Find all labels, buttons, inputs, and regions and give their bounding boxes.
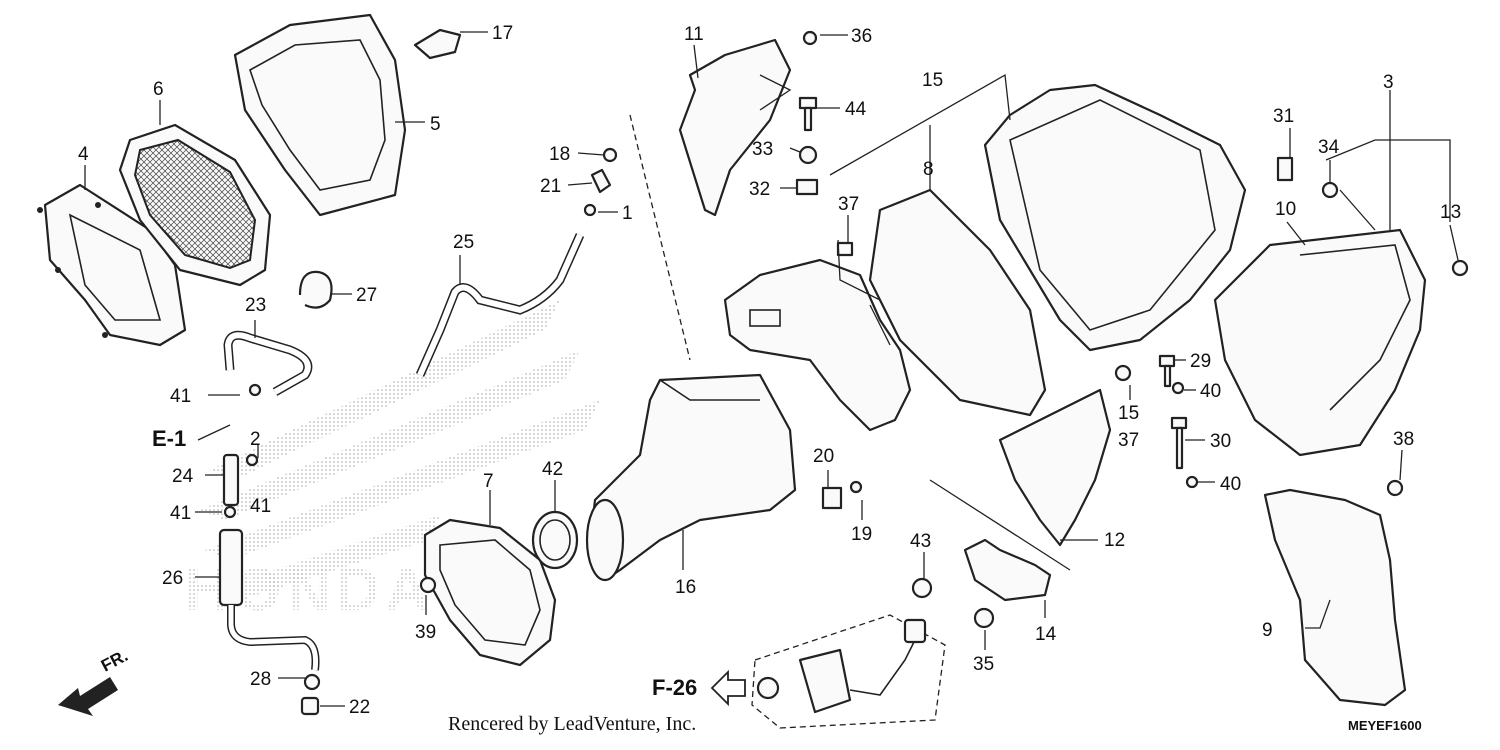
leader-lines (84, 31, 1459, 707)
callout-4: 4 (78, 144, 89, 165)
callout-44: 44 (845, 99, 867, 120)
callout-2: 2 (250, 429, 261, 450)
callout-21: 21 (540, 176, 561, 197)
render-credit-caption: Rencered by LeadVenture, Inc. (448, 713, 696, 735)
part-6-filter-element (118, 123, 272, 287)
part-21-joint (590, 168, 612, 194)
part-16-connecting-tube (585, 373, 797, 582)
ref-e1-label: E-1 (152, 426, 186, 451)
front-direction-indicator: FR. (58, 646, 131, 716)
callout-30: 30 (1210, 431, 1231, 452)
part-7-gasket (423, 518, 557, 667)
part-17-bolt (413, 28, 462, 60)
callout-15-top: 15 (922, 70, 943, 91)
part-10-side-cover (1213, 228, 1427, 457)
section-ref-e1[interactable]: E-1 (152, 424, 231, 451)
part-5-cover (233, 13, 407, 217)
front-direction-arrow-icon (58, 677, 118, 716)
part-regulator-unit (798, 648, 852, 714)
callout-1: 1 (622, 203, 633, 224)
callout-29: 29 (1190, 351, 1211, 372)
callout-42: 42 (542, 459, 563, 480)
callout-22: 22 (349, 697, 370, 718)
callout-32: 32 (749, 179, 770, 200)
part-9-fender (1263, 488, 1407, 707)
callout-12: 12 (1104, 530, 1125, 551)
ref-f26-arrow-icon (710, 669, 746, 707)
part-4-holder (37, 183, 187, 347)
callout-19: 19 (851, 524, 872, 545)
callout-34: 34 (1318, 137, 1340, 158)
callout-8: 8 (923, 159, 934, 180)
callout-16: 16 (675, 577, 696, 598)
callout-20: 20 (813, 446, 834, 467)
front-direction-label: FR. (98, 646, 131, 676)
callout-3: 3 (1383, 72, 1394, 93)
callout-6: 6 (153, 79, 164, 100)
callout-31: 31 (1273, 106, 1294, 127)
callout-39: 39 (415, 622, 436, 643)
part-case (983, 83, 1247, 352)
callout-10: 10 (1275, 199, 1296, 220)
part-11-bracket (678, 38, 792, 217)
callout-26: 26 (162, 568, 183, 589)
callout-41-mid: 41 (250, 496, 271, 517)
callout-41-bottom: 41 (170, 503, 191, 524)
callout-27: 27 (356, 285, 377, 306)
part-14-bracket (963, 538, 1052, 602)
hardware-fasteners (223, 30, 1469, 700)
callout-40-lower: 40 (1220, 474, 1241, 495)
section-ref-f26[interactable]: F-26 (652, 669, 746, 707)
part-8-gasket (868, 188, 1047, 417)
part-12-plate (998, 388, 1112, 547)
callout-43: 43 (910, 531, 931, 552)
callout-35: 35 (973, 654, 994, 675)
part-27-clamp (298, 270, 333, 309)
callout-13: 13 (1440, 202, 1461, 223)
callout-15-lower: 15 (1118, 403, 1139, 424)
callout-9: 9 (1262, 620, 1273, 641)
callout-7: 7 (483, 471, 494, 492)
callout-38: 38 (1393, 429, 1414, 450)
callout-28: 28 (250, 669, 271, 690)
callout-37-lower: 37 (1118, 430, 1139, 451)
callout-37-top: 37 (838, 194, 859, 215)
callout-33: 33 (752, 139, 773, 160)
callout-40-upper: 40 (1200, 381, 1221, 402)
callout-25: 25 (453, 232, 474, 253)
callout-numbers: 1 2 3 4 5 6 7 8 9 10 11 12 13 14 15 15 1… (78, 23, 1461, 718)
diagram-code: MEYEF1600 (1348, 718, 1422, 733)
callout-41-left: 41 (170, 386, 191, 407)
callout-23: 23 (245, 295, 266, 316)
callout-17: 17 (492, 23, 513, 44)
ref-f26-label: F-26 (652, 675, 697, 700)
callout-24: 24 (172, 466, 194, 487)
callout-11: 11 (684, 24, 704, 45)
callout-5: 5 (430, 114, 441, 135)
part-center-bracket (723, 258, 912, 432)
callout-36: 36 (851, 26, 872, 47)
callout-18: 18 (549, 144, 570, 165)
callout-14: 14 (1035, 624, 1057, 645)
part-26-drain-tube (218, 453, 321, 716)
